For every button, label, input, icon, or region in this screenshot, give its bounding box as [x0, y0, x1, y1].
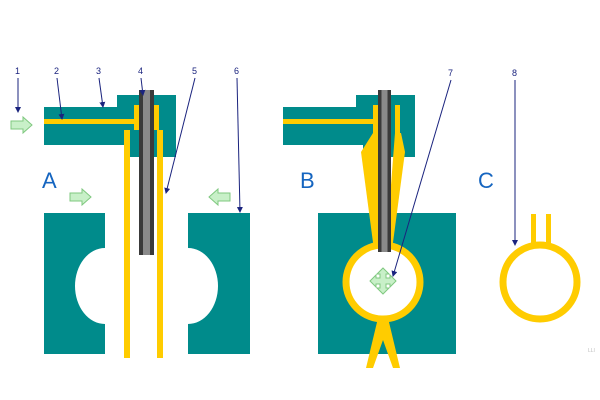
annular-channel-a-left: [134, 105, 139, 130]
mold-half-a-left: [44, 213, 105, 354]
mold-half-a-right: [188, 213, 250, 354]
parison-tail-b: [366, 318, 400, 368]
callout-8: 8: [512, 68, 517, 78]
panel-label-b: B: [300, 168, 315, 193]
mold-close-arrow-right: [208, 187, 231, 207]
callout-2: 2: [54, 66, 59, 76]
expansion-arrows-icon: [369, 267, 397, 295]
leader-6: [236, 77, 243, 213]
parison-taper-b-left: [361, 133, 380, 250]
callout-6: 6: [234, 66, 239, 76]
feed-channel-a: [44, 119, 144, 124]
leader-3: [98, 77, 106, 108]
feed-channel-b: [283, 119, 383, 124]
parison-wall-a-left: [124, 130, 130, 358]
leader-5: [164, 77, 196, 194]
finished-bottle-c: [499, 241, 581, 323]
annular-channel-b-left: [373, 105, 378, 135]
panel-b-group: B: [283, 90, 456, 368]
annular-channel-b-right: [395, 105, 400, 135]
mold-close-arrow-left: [69, 187, 92, 207]
blow-pin-a-core: [143, 90, 150, 255]
panel-a-group: A: [10, 90, 250, 358]
finished-bottle-neck-right: [546, 214, 551, 248]
callout-1: 1: [15, 66, 20, 76]
finished-bottle-neck-left: [531, 214, 536, 248]
callout-leaders: [15, 77, 518, 277]
panel-label-c: C: [478, 168, 494, 193]
callout-3: 3: [96, 66, 101, 76]
leader-4: [139, 77, 146, 96]
parison-wall-a-right: [157, 130, 163, 358]
callout-7: 7: [448, 68, 453, 78]
annular-channel-a-right: [154, 105, 159, 130]
watermark: LLI: [588, 348, 595, 354]
panel-c-group: C: [478, 168, 581, 323]
leader-7: [391, 79, 452, 277]
callout-4: 4: [138, 66, 143, 76]
leader-2: [56, 77, 65, 120]
callout-5: 5: [192, 66, 197, 76]
panel-label-a: A: [42, 168, 57, 193]
callout-numbers: 1 2 3 4 5 6 7 8: [15, 66, 517, 78]
blow-pin-b-core: [381, 90, 388, 252]
inlet-flow-arrow: [10, 115, 33, 135]
